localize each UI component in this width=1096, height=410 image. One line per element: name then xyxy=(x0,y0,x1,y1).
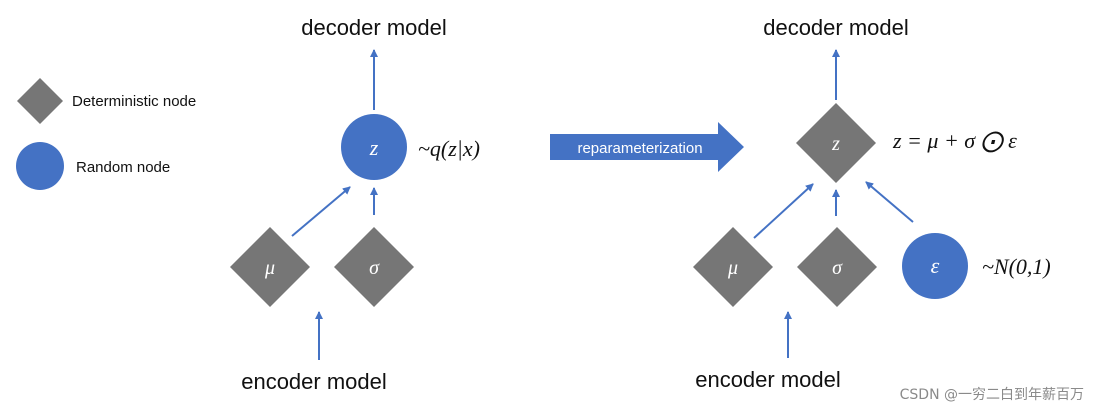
left-sigma-symbol: σ xyxy=(369,257,380,279)
right-mu-to-z-arrow xyxy=(753,183,814,239)
legend-random-label: Random node xyxy=(76,159,170,176)
right-eps-to-z-arrow xyxy=(865,181,914,223)
right-mu-deterministic-node xyxy=(693,227,773,307)
right-sigma-symbol: σ xyxy=(832,257,843,279)
left-decoder-label: decoder model xyxy=(301,15,447,40)
legend-deterministic-diamond xyxy=(17,78,63,124)
left-graph: decoder model z ~q(z|x) μ σ encoder mode… xyxy=(230,15,480,394)
right-encoder-label: encoder model xyxy=(695,367,841,392)
left-z-formula: ~q(z|x) xyxy=(418,136,480,161)
legend: Deterministic node Random node xyxy=(16,78,196,190)
right-z-formula: z = μ + σ ⨀ ε xyxy=(892,128,1017,153)
reparameterization-label: reparameterization xyxy=(577,140,702,157)
right-z-symbol: z xyxy=(831,133,840,155)
legend-random-circle xyxy=(16,142,64,190)
reparameterization-arrow: reparameterization xyxy=(550,122,744,172)
right-decoder-label: decoder model xyxy=(763,15,909,40)
right-graph: decoder model z z = μ + σ ⨀ ε μ σ ε ~N(0… xyxy=(693,15,1051,392)
left-encoder-label: encoder model xyxy=(241,369,387,394)
left-mu-deterministic-node xyxy=(230,227,310,307)
left-z-symbol: z xyxy=(369,135,379,160)
left-mu-to-z-arrow xyxy=(291,186,351,237)
legend-deterministic-label: Deterministic node xyxy=(72,93,196,110)
left-z-random-node xyxy=(341,114,407,180)
right-eps-formula: ~N(0,1) xyxy=(982,254,1051,279)
left-sigma-deterministic-node xyxy=(334,227,414,307)
right-mu-symbol: μ xyxy=(727,257,738,279)
left-mu-symbol: μ xyxy=(264,257,275,279)
right-eps-random-node xyxy=(902,233,968,299)
reparameterization-banner xyxy=(550,122,744,172)
right-eps-symbol: ε xyxy=(931,253,940,278)
right-sigma-deterministic-node xyxy=(797,227,877,307)
watermark: CSDN @一穷二白到年薪百万 xyxy=(899,387,1084,403)
right-z-deterministic-node xyxy=(796,103,876,183)
